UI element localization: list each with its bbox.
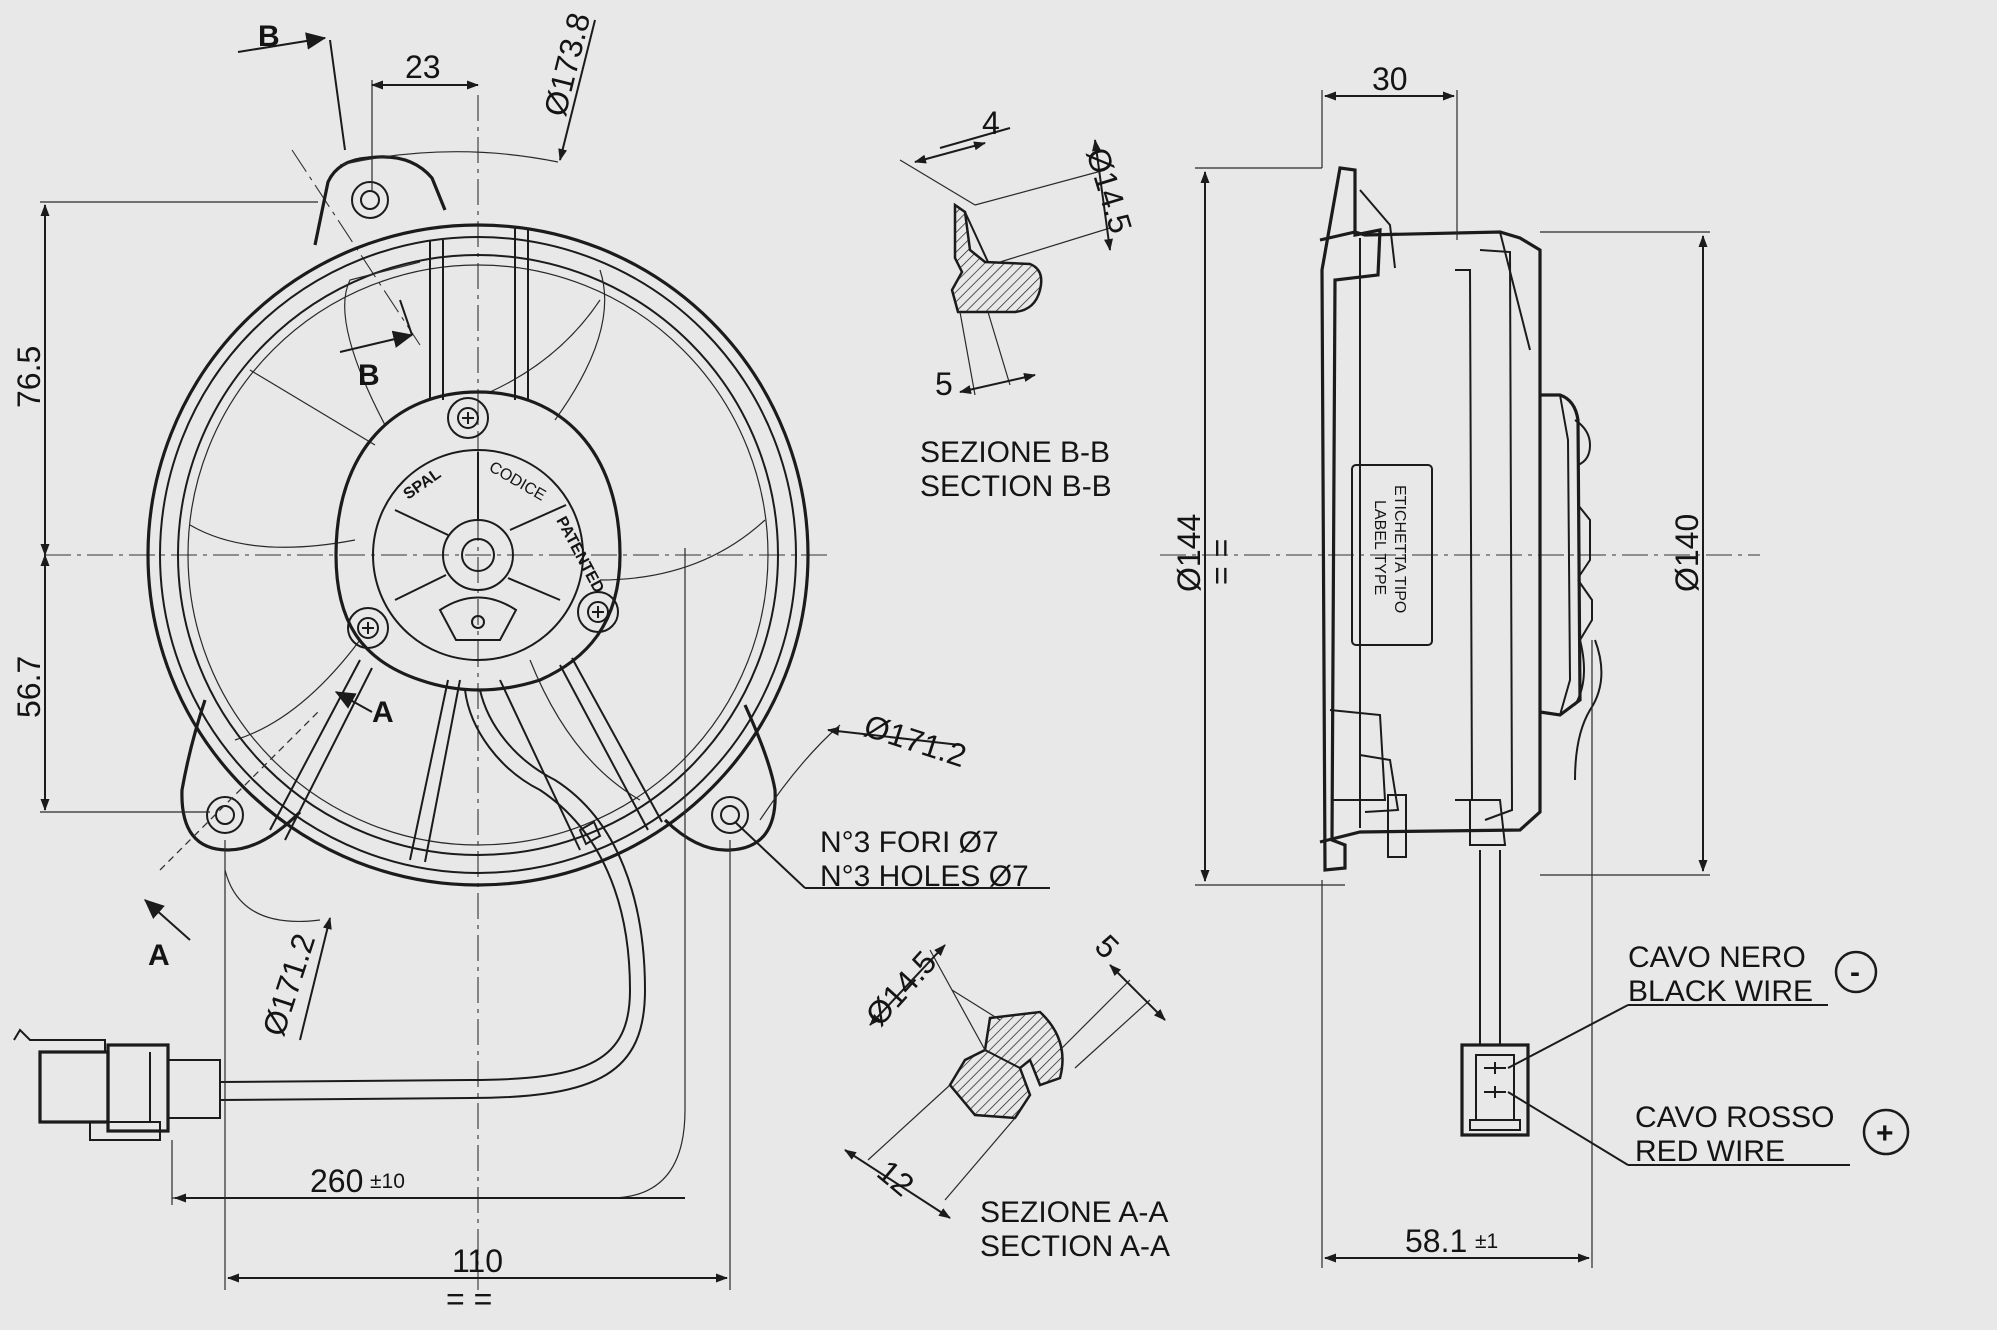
dim-mount-circle-left: Ø171.2 — [255, 929, 322, 1040]
front-view: SPAL CODICE PATENTED B B A A 23 — [11, 9, 1050, 1317]
hub-code-text: CODICE — [486, 459, 548, 505]
holes-note-en: N°3 HOLES Ø7 — [820, 860, 1029, 893]
side-label-line2: LABEL TYPE — [1371, 500, 1388, 595]
dim-outer-dia: Ø173.8 — [537, 9, 597, 120]
section-mark-b-bottom: B — [358, 359, 380, 392]
section-aa-dim-top: 5 — [1088, 927, 1126, 965]
section-mark-a-bottom: A — [148, 939, 170, 972]
black-wire-label-en: BLACK WIRE — [1628, 975, 1813, 1008]
dim-width: 110 — [452, 1243, 503, 1279]
holes-note-it: N°3 FORI Ø7 — [820, 826, 999, 859]
section-bb: 4 Ø14.5 5 SEZIONE B-B SECTION B-B — [899, 105, 1139, 503]
dim-cable-tol: ±10 — [370, 1170, 405, 1193]
section-bb-dim-dia: Ø14.5 — [1079, 144, 1139, 238]
section-bb-title-en: SECTION B-B — [920, 470, 1112, 503]
connector — [13, 1028, 221, 1141]
side-label-line1: ETICHETTA TIPO — [1391, 485, 1408, 613]
dim-upper-height: 76.5 — [11, 346, 47, 408]
section-aa-dim-bottom: 12 — [871, 1153, 921, 1203]
side-dim-left-sym: = = — [1203, 539, 1239, 585]
section-aa-title-en: SECTION A-A — [980, 1230, 1170, 1263]
negative-symbol-icon — [1834, 950, 1878, 994]
side-dim-top: 30 — [1372, 61, 1408, 97]
side-dim-depth: 58.1 — [1405, 1223, 1467, 1259]
red-wire-symbol: + — [1876, 1117, 1894, 1150]
section-mark-a-top: A — [372, 696, 394, 729]
section-bb-dim-top: 4 — [982, 105, 1000, 141]
side-dim-depth-tol: ±1 — [1475, 1230, 1498, 1253]
dim-mount-circle-right: Ø171.2 — [860, 707, 971, 774]
side-dim-left-dia: Ø144 — [1171, 514, 1207, 592]
side-view: ETICHETTA TIPO LABEL TYPE 30 Ø144 = = Ø1… — [1160, 61, 1760, 1268]
dim-lower-height: 56.7 — [11, 656, 47, 718]
positive-symbol-icon — [1862, 1108, 1910, 1156]
black-wire-label-it: CAVO NERO — [1628, 941, 1806, 974]
section-aa: Ø14.5 5 12 SEZIONE A-A SECTION A-A — [844, 927, 1170, 1263]
red-wire-label-it: CAVO ROSSO — [1635, 1101, 1834, 1134]
red-wire-label-en: RED WIRE — [1635, 1135, 1785, 1168]
section-bb-dim-bottom: 5 — [935, 366, 953, 402]
section-aa-title-it: SEZIONE A-A — [980, 1196, 1168, 1229]
section-mark-b-top: B — [258, 20, 280, 53]
black-wire-symbol: - — [1850, 956, 1860, 989]
dim-width-sym: = = — [446, 1281, 492, 1317]
side-dim-right-dia: Ø140 — [1669, 514, 1705, 592]
dim-top-23: 23 — [405, 49, 441, 85]
dim-cable-length: 260 — [310, 1163, 363, 1199]
wire-callouts: CAVO NERO BLACK WIRE - CAVO ROSSO RED WI… — [1507, 941, 1910, 1168]
hub-brand: SPAL — [401, 465, 445, 503]
section-aa-dim-dia: Ø14.5 — [858, 944, 943, 1033]
section-bb-title-it: SEZIONE B-B — [920, 436, 1110, 469]
